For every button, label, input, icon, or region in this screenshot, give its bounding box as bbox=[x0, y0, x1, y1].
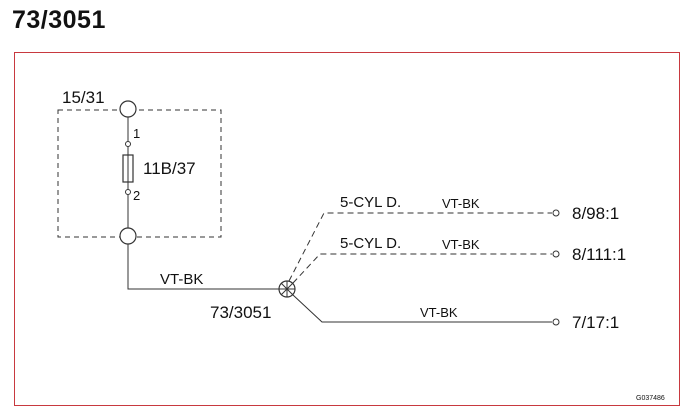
splice-symbol bbox=[278, 280, 296, 298]
page-title: 73/3051 bbox=[12, 6, 106, 34]
terminal-3-dot bbox=[552, 318, 560, 326]
drawing-code: G037486 bbox=[636, 395, 665, 402]
fuse-label: 11B/37 bbox=[143, 159, 196, 178]
fuse-pin-1-label: 1 bbox=[133, 126, 140, 141]
branch-wire-3 bbox=[292, 294, 552, 323]
terminal-1-dot bbox=[552, 209, 560, 217]
main-wire bbox=[127, 244, 279, 290]
connector-terminal-top bbox=[119, 100, 137, 118]
terminal-1-label: 8/98:1 bbox=[572, 204, 619, 223]
branch-2-variant: 5-CYL D. bbox=[340, 235, 401, 252]
terminal-2-dot bbox=[552, 250, 560, 258]
main-wire-label: VT-BK bbox=[160, 271, 203, 288]
branch-1-wire: VT-BK bbox=[442, 196, 480, 211]
fuse-pin-2-label: 2 bbox=[133, 188, 140, 203]
connector-label: 15/31 bbox=[62, 88, 105, 107]
connector-terminal-bottom bbox=[119, 227, 137, 245]
branch-1-variant: 5-CYL D. bbox=[340, 194, 401, 211]
fuse-pin-2-dot bbox=[125, 189, 131, 195]
component-box bbox=[57, 109, 222, 238]
terminal-3-label: 7/17:1 bbox=[572, 313, 619, 332]
branch-3-wire: VT-BK bbox=[420, 305, 458, 320]
branch-2-wire: VT-BK bbox=[442, 237, 480, 252]
terminal-2-label: 8/111:1 bbox=[572, 245, 626, 264]
branch-wire-1 bbox=[288, 212, 552, 282]
branch-wire-2 bbox=[292, 253, 552, 284]
diagram-frame bbox=[14, 52, 680, 406]
splice-label: 73/3051 bbox=[210, 303, 271, 322]
fuse-pin-1-dot bbox=[125, 141, 131, 147]
